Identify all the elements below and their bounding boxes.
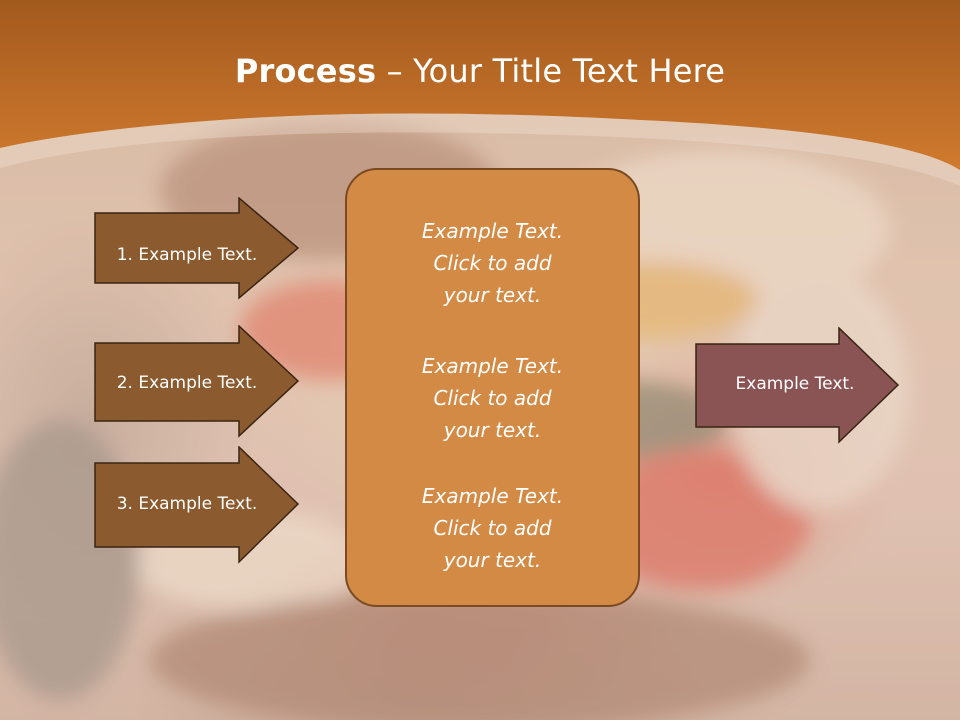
center-line: Click to add bbox=[433, 251, 552, 275]
process-arrow-1[interactable] bbox=[94, 197, 300, 300]
process-arrow-3[interactable] bbox=[94, 446, 300, 564]
center-line: Click to add bbox=[433, 386, 552, 410]
slide-title[interactable]: Process – Your Title Text Here bbox=[0, 52, 960, 90]
center-line: Example Text. bbox=[421, 219, 564, 243]
center-line: your text. bbox=[443, 283, 542, 307]
center-paragraph-2: Example Text. Click to add your text. bbox=[347, 350, 638, 446]
center-paragraph-3: Example Text. Click to add your text. bbox=[347, 480, 638, 576]
title-rest-part: – Your Title Text Here bbox=[376, 52, 726, 90]
center-line: Example Text. bbox=[421, 484, 564, 508]
header-band bbox=[0, 0, 960, 186]
process-arrow-2[interactable] bbox=[94, 325, 300, 438]
center-text-box[interactable]: Example Text. Click to add your text. Ex… bbox=[345, 168, 640, 607]
process-arrow-3-label: 3. Example Text. bbox=[116, 494, 258, 514]
output-arrow-label: Example Text. bbox=[735, 374, 855, 394]
title-bold-part: Process bbox=[234, 52, 377, 90]
process-arrow-1-label: 1. Example Text. bbox=[116, 245, 258, 265]
process-arrow-2-label: 2. Example Text. bbox=[116, 373, 258, 393]
center-line: your text. bbox=[443, 548, 542, 572]
center-line: your text. bbox=[443, 418, 542, 442]
center-line: Example Text. bbox=[421, 354, 564, 378]
output-arrow[interactable] bbox=[695, 327, 900, 444]
center-paragraph-1: Example Text. Click to add your text. bbox=[347, 215, 638, 311]
center-line: Click to add bbox=[433, 516, 552, 540]
